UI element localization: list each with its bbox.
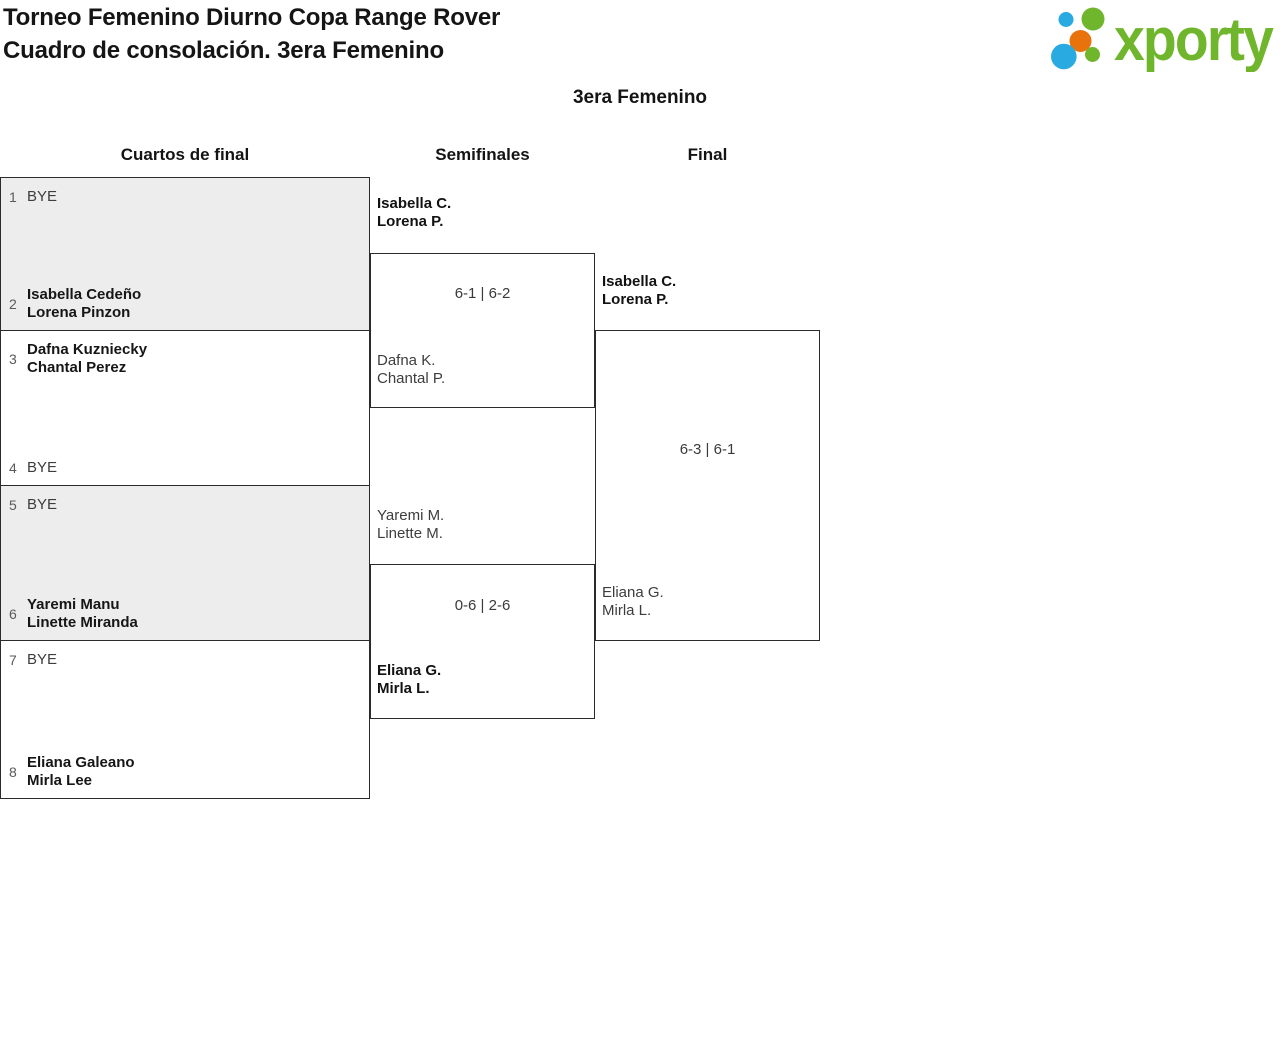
semifinal-2-top-team: Yaremi M. Linette M. (377, 507, 444, 543)
player-name: Eliana Galeano (27, 754, 135, 771)
quarterfinal-match-2[interactable]: 3 Dafna Kuzniecky Chantal Perez 4 BYE (0, 330, 370, 486)
bracket-entry-seed-1: 1 BYE (9, 188, 361, 206)
player-name: Linette M. (377, 525, 443, 542)
bracket-entry-seed-6: 6 Yaremi Manu Linette Miranda (9, 596, 361, 632)
bracket-entry-seed-4: 4 BYE (9, 459, 361, 477)
seed-number: 4 (9, 460, 17, 476)
team-name: Dafna Kuzniecky Chantal Perez (27, 341, 147, 377)
seed-number: 5 (9, 497, 17, 513)
player-name: Lorena P. (602, 291, 669, 308)
xporty-logo-dots-icon: xporty (1051, 6, 1276, 73)
semifinal-1-bottom-team: Dafna K. Chantal P. (377, 352, 445, 388)
semifinal-1-box[interactable] (370, 253, 595, 408)
bracket-entry-seed-7: 7 BYE (9, 651, 361, 669)
bracket-entry-seed-8: 8 Eliana Galeano Mirla Lee (9, 754, 361, 790)
seed-number: 7 (9, 652, 17, 668)
bye-label: BYE (27, 459, 58, 476)
bracket-entry-seed-3: 3 Dafna Kuzniecky Chantal Perez (9, 341, 361, 377)
quarterfinal-match-1[interactable]: 1 BYE 2 Isabella Cedeño Lorena Pinzon (0, 177, 370, 331)
round-header-quarterfinals: Cuartos de final (120, 145, 250, 164)
player-name: Mirla L. (377, 680, 430, 697)
player-name: Chantal P. (377, 370, 446, 387)
seed-number: 1 (9, 189, 17, 205)
player-name: Dafna Kuzniecky (27, 341, 148, 358)
seed-number: 8 (9, 764, 17, 780)
final-bottom-team: Eliana G. Mirla L. (602, 584, 664, 620)
category-title: 3era Femenino (572, 87, 708, 108)
player-name: Dafna K. (377, 352, 436, 369)
semifinal-2-bottom-team: Eliana G. Mirla L. (377, 662, 441, 698)
player-name: Lorena Pinzon (27, 304, 131, 321)
player-name: Mirla Lee (27, 772, 93, 789)
player-name: Mirla L. (602, 602, 652, 619)
bye-label: BYE (27, 651, 58, 668)
final-top-team: Isabella C. Lorena P. (602, 273, 676, 309)
player-name: Chantal Perez (27, 359, 127, 376)
round-header-semifinals: Semifinales (435, 145, 530, 164)
player-name: Isabella C. (602, 273, 677, 290)
player-name: Eliana G. (602, 584, 664, 601)
quarterfinal-match-4[interactable]: 7 BYE 8 Eliana Galeano Mirla Lee (0, 640, 370, 799)
bracket-entry-seed-5: 5 BYE (9, 496, 361, 514)
seed-number: 6 (9, 606, 17, 622)
xporty-logo[interactable]: xporty (1048, 2, 1276, 73)
player-name: Lorena P. (377, 213, 444, 230)
team-name: Isabella Cedeño Lorena Pinzon (27, 286, 141, 322)
team-name: Yaremi Manu Linette Miranda (27, 596, 138, 632)
player-name: Yaremi M. (377, 507, 445, 524)
player-name: Isabella C. (377, 195, 452, 212)
bracket-subtitle: Cuadro de consolación. 3era Femenino (3, 37, 444, 64)
player-name: Linette Miranda (27, 614, 138, 631)
quarterfinal-match-3[interactable]: 5 BYE 6 Yaremi Manu Linette Miranda (0, 485, 370, 641)
team-name: Eliana Galeano Mirla Lee (27, 754, 135, 790)
bracket-entry-seed-2: 2 Isabella Cedeño Lorena Pinzon (9, 286, 361, 322)
semifinal-2-box[interactable] (370, 564, 595, 719)
seed-number: 3 (9, 351, 17, 367)
player-name: Isabella Cedeño (27, 286, 142, 303)
player-name: Yaremi Manu (27, 596, 120, 613)
tournament-title: Torneo Femenino Diurno Copa Range Rover (3, 4, 501, 31)
bye-label: BYE (27, 496, 58, 513)
final-box[interactable] (595, 330, 820, 641)
player-name: Eliana G. (377, 662, 442, 679)
round-header-final: Final (687, 145, 728, 164)
xporty-logo-text: xporty (1114, 6, 1274, 72)
final-score: 6-3 | 6-1 (679, 441, 736, 458)
seed-number: 2 (9, 296, 17, 312)
semifinal-2-score: 0-6 | 2-6 (454, 597, 511, 614)
semifinal-1-score: 6-1 | 6-2 (454, 285, 511, 302)
bye-label: BYE (27, 188, 58, 205)
semifinal-1-top-team: Isabella C. Lorena P. (377, 195, 451, 231)
